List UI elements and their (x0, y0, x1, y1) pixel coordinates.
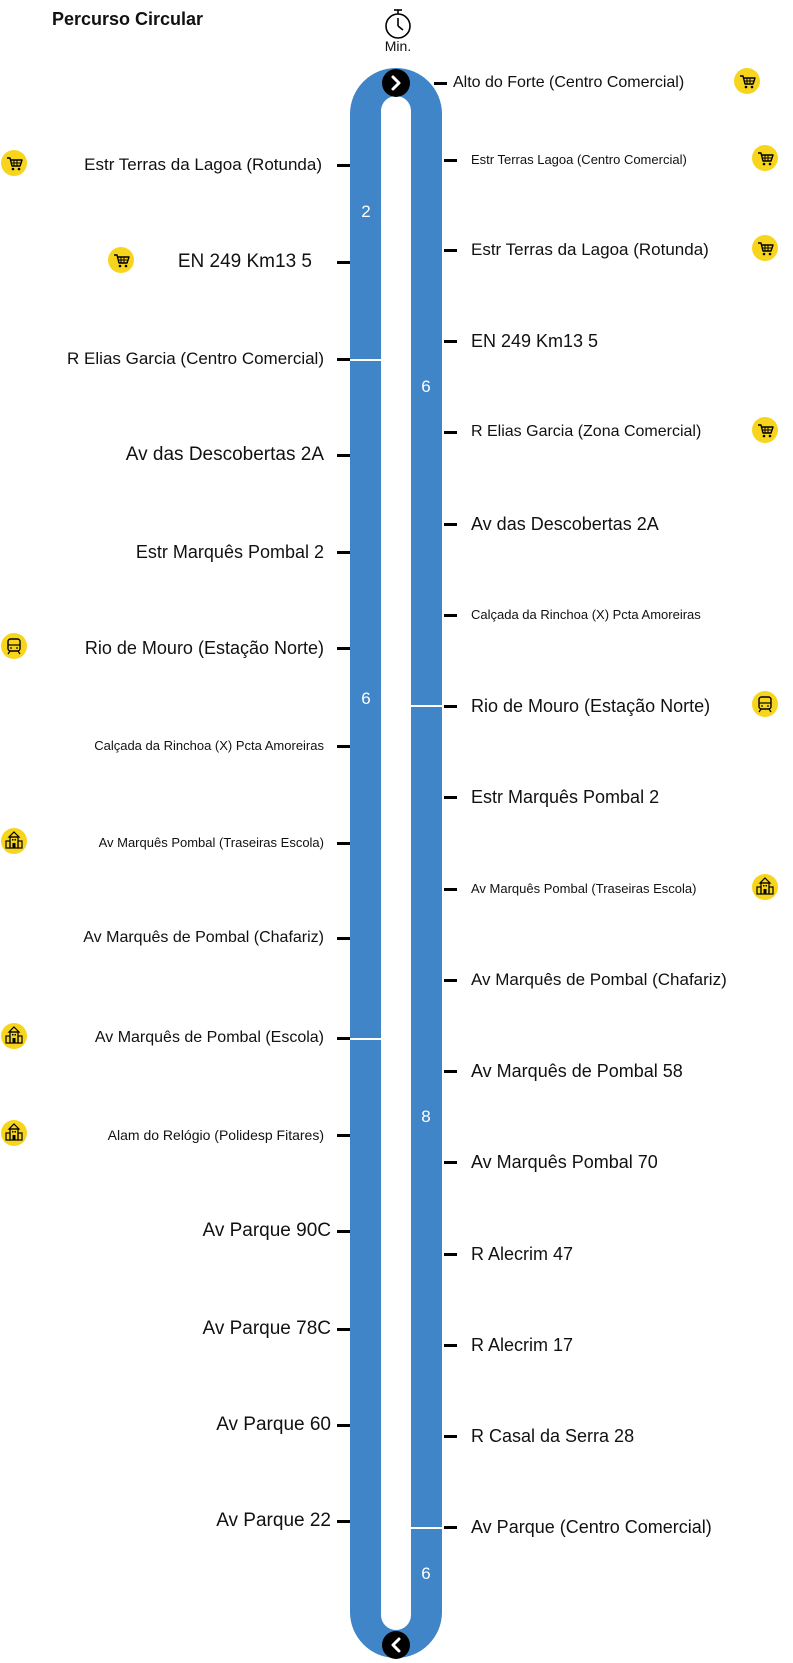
stop-label-inbound[interactable]: Av Marquês de Pombal (Chafariz) (83, 929, 324, 946)
route-title: Percurso Circular (52, 9, 204, 29)
stop-label-outbound[interactable]: EN 249 Km13 5 (471, 331, 599, 351)
stop-label-inbound[interactable]: Rio de Mouro (Estação Norte) (84, 638, 324, 658)
stop-label-inbound[interactable]: Av Parque 78C (202, 1318, 331, 1339)
stop-label-inbound[interactable]: Av Marquês Pombal (Traseiras Escola) (98, 835, 324, 850)
stop-label-outbound[interactable]: Calçada da Rinchoa (X) Pcta Amoreiras (471, 607, 701, 622)
segment-minutes: 2 (361, 202, 371, 221)
stop-tick (337, 551, 350, 554)
school-icon (1, 1120, 27, 1146)
stop-label-outbound[interactable]: Av Marquês Pombal (Traseiras Escola) (471, 881, 697, 896)
segment-minutes: 6 (361, 689, 371, 708)
stop-tick (444, 523, 457, 526)
stop-tick (444, 1070, 457, 1073)
stop-label-inbound[interactable]: Calçada da Rinchoa (X) Pcta Amoreiras (94, 738, 324, 753)
stop-label-inbound[interactable]: EN 249 Km13 5 (177, 251, 312, 272)
stopwatch-icon (385, 9, 411, 39)
stop-tick (337, 454, 350, 457)
stop-label-inbound[interactable]: Av Parque 60 (216, 1414, 331, 1435)
stop-label-inbound[interactable]: Av Parque 22 (216, 1510, 331, 1531)
stop-tick (444, 340, 457, 343)
stop-tick (444, 979, 457, 982)
stop-label-outbound[interactable]: Av Marquês Pombal 70 (471, 1152, 658, 1172)
shopping-cart-icon (734, 68, 760, 94)
stop-tick (434, 82, 447, 85)
shopping-cart-icon (1, 150, 27, 176)
segment-minutes: 6 (421, 377, 431, 396)
school-icon (1, 828, 27, 854)
shopping-cart-icon (752, 417, 778, 443)
stop-tick (337, 1520, 350, 1523)
stop-tick (444, 1161, 457, 1164)
stop-tick (444, 1253, 457, 1256)
minutes-label: Min. (384, 38, 412, 54)
shopping-cart-icon (108, 247, 134, 273)
train-icon (1, 633, 27, 659)
shopping-cart-icon (752, 145, 778, 171)
stop-tick (444, 159, 457, 162)
shopping-cart-icon (752, 235, 778, 261)
stop-label-outbound[interactable]: R Elias Garcia (Zona Comercial) (471, 423, 702, 440)
segment-divider (350, 1038, 381, 1040)
stop-tick (444, 796, 457, 799)
stop-tick (337, 745, 350, 748)
stop-tick (337, 647, 350, 650)
segment-divider (411, 705, 442, 707)
school-icon (1, 1023, 27, 1049)
stop-label-outbound[interactable]: Estr Terras da Lagoa (Rotunda) (471, 240, 709, 259)
stop-tick (337, 937, 350, 940)
chevron-right-icon (391, 75, 401, 91)
stop-tick (337, 842, 350, 845)
stop-tick (337, 1037, 350, 1040)
stop-label-inbound[interactable]: Av Marquês de Pombal (Escola) (94, 1029, 324, 1046)
stop-label-inbound[interactable]: R Elias Garcia (Centro Comercial) (67, 349, 324, 368)
stop-tick (337, 1424, 350, 1427)
stop-tick (337, 1134, 350, 1137)
stop-label-outbound[interactable]: Rio de Mouro (Estação Norte) (471, 696, 711, 716)
stop-label-outbound[interactable]: Av das Descobertas 2A (471, 514, 659, 534)
segment-minutes: 8 (421, 1107, 431, 1126)
stop-tick (444, 1526, 457, 1529)
stop-tick (337, 164, 350, 167)
stop-label-outbound[interactable]: R Casal da Serra 28 (471, 1426, 635, 1446)
stop-tick (337, 358, 350, 361)
segment-divider (411, 1527, 442, 1529)
school-icon (752, 874, 778, 900)
segment-divider (350, 359, 381, 361)
stop-label-outbound[interactable]: R Alecrim 47 (471, 1244, 574, 1264)
stop-label-outbound[interactable]: Av Marquês de Pombal (Chafariz) (471, 970, 727, 989)
stop-tick (444, 614, 457, 617)
segment-minutes: 6 (421, 1564, 431, 1583)
stop-label-inbound[interactable]: Estr Terras da Lagoa (Rotunda) (84, 155, 322, 174)
next-direction-button[interactable] (382, 69, 410, 97)
stop-label-outbound[interactable]: Estr Terras Lagoa (Centro Comercial) (471, 152, 687, 167)
stop-tick (444, 249, 457, 252)
timer-header: Min. (380, 8, 416, 60)
train-icon (752, 691, 778, 717)
stop-label-inbound[interactable]: Estr Marquês Pombal 2 (135, 542, 324, 562)
stop-tick (337, 1230, 350, 1233)
stop-label-inbound[interactable]: Alam do Relógio (Polidesp Fitares) (107, 1127, 324, 1143)
stop-label-inbound[interactable]: Av das Descobertas 2A (125, 444, 324, 465)
stop-tick (444, 431, 457, 434)
stop-label-outbound[interactable]: Av Parque (Centro Comercial) (471, 1517, 712, 1537)
route-track-inner (381, 96, 411, 1630)
stop-tick (337, 1328, 350, 1331)
stop-tick (337, 261, 350, 264)
stop-tick (444, 705, 457, 708)
previous-direction-button[interactable] (382, 1631, 410, 1659)
stop-tick (444, 1344, 457, 1347)
stop-tick (444, 888, 457, 891)
stop-tick (444, 1435, 457, 1438)
stop-label-inbound[interactable]: Av Parque 90C (202, 1220, 331, 1241)
stop-label-outbound[interactable]: Estr Marquês Pombal 2 (471, 787, 660, 807)
stop-label-outbound[interactable]: R Alecrim 17 (471, 1335, 574, 1355)
stop-label-outbound[interactable]: Alto do Forte (Centro Comercial) (453, 74, 685, 91)
chevron-left-icon (391, 1637, 401, 1653)
stop-label-outbound[interactable]: Av Marquês de Pombal 58 (471, 1061, 683, 1081)
